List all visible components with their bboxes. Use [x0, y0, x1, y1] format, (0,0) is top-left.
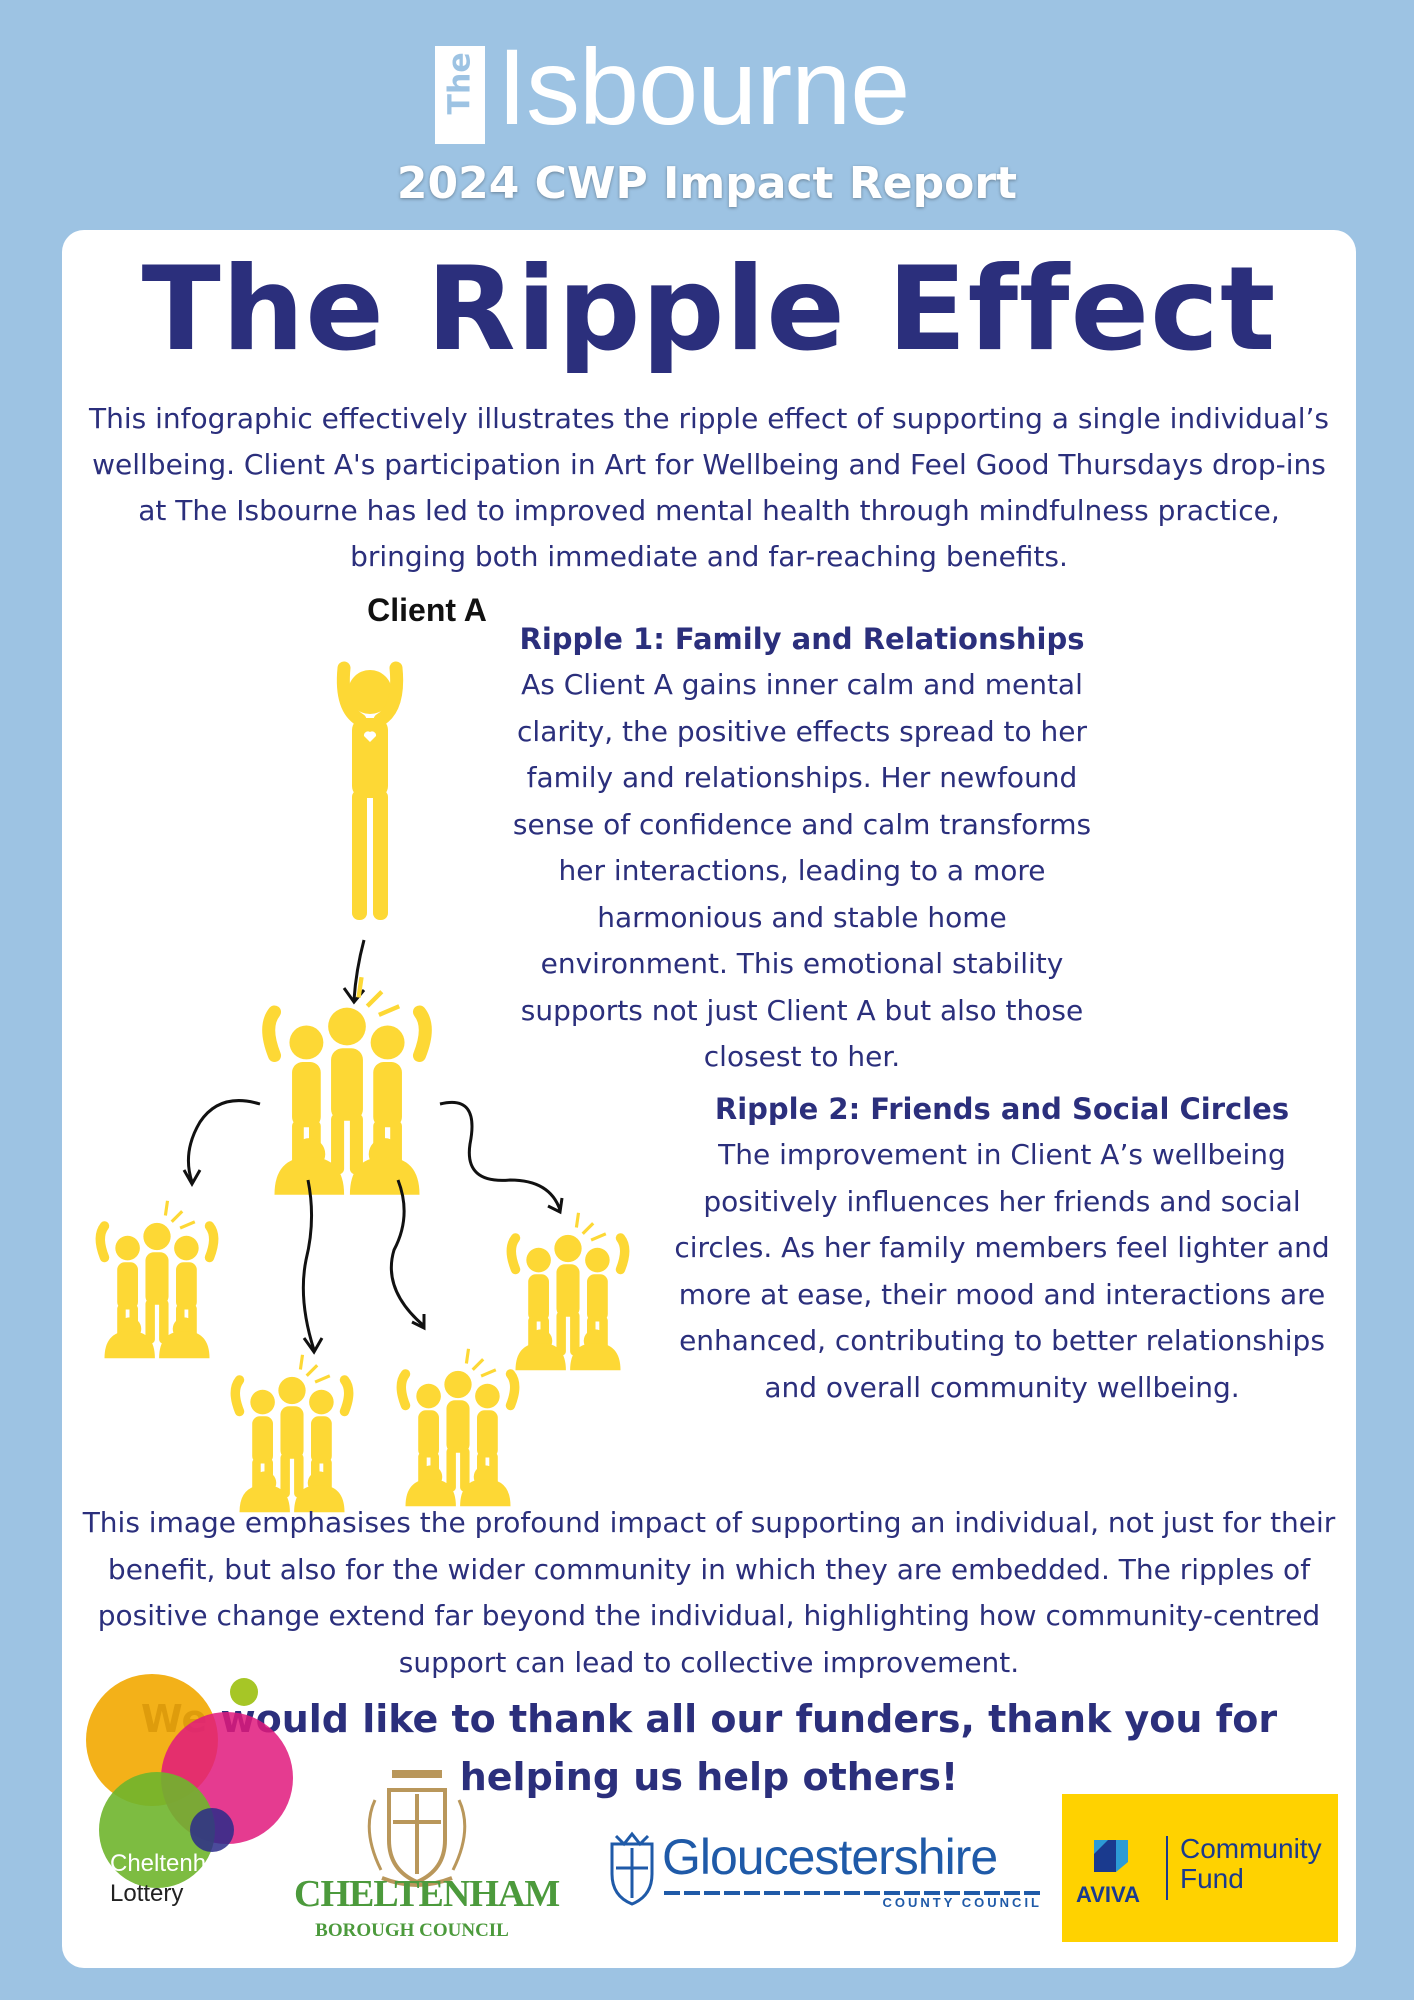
report-subtitle: 2024 CWP Impact Report: [396, 158, 1018, 209]
arrow-to-group-left: [182, 1099, 261, 1188]
arrow-to-group-right: [439, 1101, 564, 1215]
ripple-2-body: The improvement in Client A’s wellbeing …: [674, 1138, 1330, 1404]
ripple-1-section: Ripple 1: Family and Relationships As Cl…: [502, 616, 1102, 1081]
gloucestershire-name: Gloucestershire: [662, 1829, 998, 1885]
ripple-1-body: As Client A gains inner calm and mental …: [512, 668, 1092, 1073]
client-a-label: Client A: [367, 592, 487, 628]
ripple-2-heading: Ripple 2: Friends and Social Circles: [714, 1092, 1290, 1126]
gloucestershire-subtitle: COUNTY COUNCIL: [882, 1895, 1042, 1910]
cheltenham-lottery-logo: [86, 1674, 293, 1888]
client-a-figure: [336, 661, 404, 920]
logo-the-box: The: [435, 46, 485, 144]
aviva-brand: AVIVA: [1076, 1882, 1140, 1907]
friend-group-bottom-left-icon: [235, 1355, 348, 1513]
outro-paragraph: This image emphasises the profound impac…: [82, 1506, 1336, 1679]
header: The Isbourne 2024 CWP Impact Report: [0, 0, 1414, 230]
page-title: The Ripple Effect: [141, 242, 1277, 377]
gloucestershire-dash-line: [664, 1891, 1044, 1895]
arrow-to-group-bottom-right: [389, 1179, 426, 1331]
content-card: The Ripple Effect This infographic effec…: [62, 230, 1356, 1968]
friend-group-bottom-right-icon: [401, 1349, 514, 1507]
intro-paragraph: This infographic effectively illustrates…: [88, 402, 1330, 573]
cheltenham-council-crest-icon: [367, 1770, 467, 1887]
lottery-name-line2: Lottery: [110, 1880, 184, 1907]
isbourne-logo: The Isbourne: [435, 26, 995, 150]
thanks-message: We would like to thank all our funders, …: [140, 1697, 1278, 1799]
cheltenham-council-name: CHELTENHAM: [294, 1873, 560, 1915]
aviva-flag-icon: [1094, 1840, 1128, 1872]
arrow-to-group-bottom-left: [301, 1179, 324, 1355]
logo-the-text: The: [442, 52, 478, 115]
ripple-2-section: Ripple 2: Friends and Social Circles The…: [662, 1086, 1342, 1411]
friend-group-right-icon: [511, 1213, 624, 1371]
cheltenham-council-subtitle: BOROUGH COUNCIL: [315, 1920, 509, 1941]
lottery-name-line1: Cheltenham: [110, 1850, 240, 1877]
family-group-icon: [269, 977, 426, 1194]
friend-group-left-icon: [100, 1201, 213, 1359]
ripple-1-heading: Ripple 1: Family and Relationships: [519, 622, 1085, 656]
logo-wordmark: Isbourne: [497, 26, 910, 147]
ripple-figures-illustration: [62, 661, 722, 1730]
aviva-divider: [1166, 1836, 1168, 1900]
gloucestershire-crest-icon: [610, 1831, 654, 1906]
